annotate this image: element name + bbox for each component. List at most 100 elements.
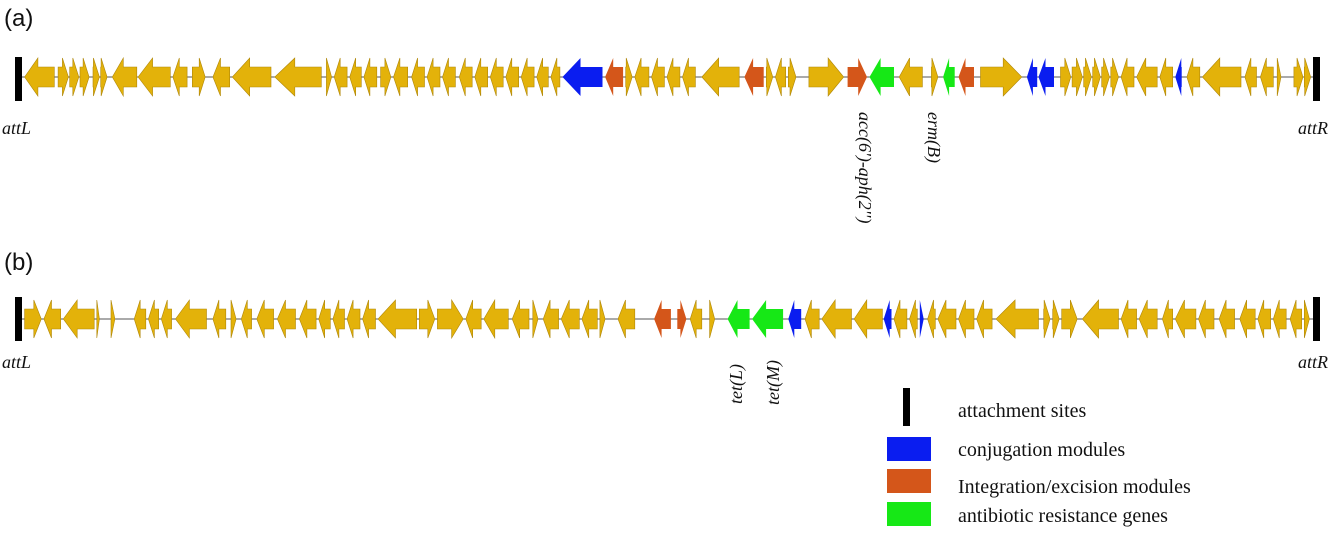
- panel-b-gene-arrow: [853, 299, 883, 339]
- legend-resistance-label: antibiotic resistance genes: [958, 505, 1168, 527]
- panel-b-gene-arrow: [212, 299, 227, 339]
- panel-a-gene-arrow: [411, 57, 425, 97]
- panel-b-conjugation-gene-arrow: [919, 300, 924, 338]
- panel-a-attL-marker: [15, 57, 22, 101]
- panel-a-conjugation-gene-arrow: [1175, 58, 1182, 96]
- panel-b-gene-arrow: [995, 299, 1039, 339]
- panel-b-gene-arrow: [1257, 299, 1271, 339]
- panel-b-resistance-gene-arrow: [752, 300, 784, 338]
- panel-b-gene-arrow: [560, 299, 580, 339]
- panel-a-gene-arrow: [1159, 57, 1173, 97]
- panel-b-conjugation-gene-arrow: [883, 300, 892, 338]
- panel-b-integration-gene-arrow: [677, 300, 687, 338]
- panel-a-resistance-gene-arrow: [943, 58, 955, 96]
- panel-a-gene-arrow: [1201, 57, 1242, 97]
- legend-conjugation-label: conjugation modules: [958, 439, 1125, 461]
- panel-a-integration-gene-arrow: [744, 58, 764, 96]
- panel-b-attL-marker: [15, 297, 22, 341]
- panel-a-gene-arrow: [111, 56, 138, 98]
- panel-a-gene-arrow: [1083, 57, 1092, 97]
- panel-a-label: (a): [4, 5, 33, 32]
- panel-b-gene-arrow: [377, 299, 418, 339]
- panel-b-resistance-gene-arrow: [727, 300, 750, 338]
- panel-b-gene-arrow: [958, 299, 975, 339]
- panel-b-gene-arrow: [893, 299, 908, 339]
- panel-b-gene-arrow: [1162, 299, 1173, 339]
- panel-a-gene-arrow: [765, 57, 774, 97]
- panel-b-label: (b): [4, 249, 33, 276]
- panel-b-gene-arrow: [927, 299, 936, 339]
- panel-b-gene-arrow: [362, 299, 376, 339]
- panel-b-gene-arrow: [976, 299, 993, 339]
- legend-resistance-swatch: [887, 502, 931, 526]
- panel-a-resistance-gene-arrow: [869, 58, 894, 96]
- panel-a-gene-arrow: [787, 57, 797, 97]
- panel-a-integration-gene-arrow: [958, 58, 974, 96]
- panel-b-gene-arrow: [689, 299, 703, 339]
- panel-b-gene-arrow: [346, 299, 361, 339]
- panel-b-gene-arrow: [230, 299, 237, 339]
- panel-a-gene-arrow: [192, 57, 206, 97]
- panel-a-gene-arrow: [333, 57, 348, 97]
- panel-a-gene-arrow: [775, 57, 787, 97]
- panel-a-attR-label: attR: [1298, 118, 1328, 138]
- panel-b-attR-marker: [1313, 297, 1320, 341]
- panel-b-gene-arrow: [62, 299, 95, 339]
- panel-a-gene-arrow: [1276, 57, 1282, 97]
- panel-a-gene-arrow: [274, 57, 322, 97]
- panel-a-gene-arrow: [666, 57, 681, 97]
- panel-a-gene-arrow: [625, 57, 633, 97]
- panel-a-gene-arrow: [1060, 57, 1072, 97]
- panel-a-gene-arrow: [57, 57, 69, 97]
- panel-b-attL-label: attL: [2, 352, 31, 372]
- gene-label-ermB: erm(B): [923, 112, 944, 163]
- panel-a-gene-arrow: [92, 57, 100, 97]
- panel-a-gene-arrow: [536, 57, 549, 97]
- panel-a-gene-arrow: [100, 57, 108, 97]
- panel-b-gene-arrow: [937, 299, 957, 339]
- panel-a-gene-arrow: [1186, 57, 1201, 97]
- panel-b-gene-arrow: [709, 299, 716, 339]
- panel-b-gene-arrow: [532, 299, 539, 339]
- gene-label-tetM: tet(M): [763, 360, 784, 405]
- panel-a-integration-gene-arrow: [605, 58, 624, 96]
- panel-b-integration-gene-arrow: [654, 300, 671, 338]
- panel-b-genes: [24, 298, 1310, 340]
- panel-b-gene-arrow: [599, 299, 606, 339]
- legend-conjugation-swatch: [887, 437, 931, 461]
- panel-a-gene-arrow: [980, 57, 1023, 97]
- panel-b-gene-arrow: [1061, 299, 1078, 339]
- panel-b-gene-arrow: [1239, 299, 1256, 339]
- panel-a-gene-arrow: [634, 57, 650, 97]
- panel-a-gene-arrow: [1304, 57, 1312, 97]
- panel-b-gene-arrow: [1218, 299, 1235, 339]
- panel-a-gene-arrow: [326, 57, 332, 97]
- panel-b-gene-arrow: [418, 299, 436, 339]
- panel-a-gene-arrow: [458, 57, 473, 97]
- panel-a-gene-arrow: [682, 57, 696, 97]
- panel-a-conjugation-gene-arrow: [1026, 58, 1038, 96]
- panel-a-gene-arrow: [701, 57, 740, 97]
- panel-b-gene-arrow: [1043, 299, 1051, 339]
- panel-b-gene-arrow: [804, 299, 820, 339]
- panel-b-gene-arrow: [318, 299, 331, 339]
- panel-a-gene-arrow: [349, 57, 362, 97]
- legend-integration-swatch: [887, 469, 931, 493]
- panel-a-gene-arrow: [1293, 57, 1304, 97]
- panel-a: (a) attL attR acc(6')-aph(2'') erm(B): [2, 5, 1328, 224]
- legend: attachment sites conjugation modules Int…: [887, 388, 1191, 527]
- panel-a-gene-arrow: [1101, 57, 1110, 97]
- panel-b-gene-arrow: [581, 299, 598, 339]
- panel-a-conjugation-gene-arrow: [1038, 58, 1054, 96]
- panel-b-gene-arrow: [483, 298, 509, 340]
- panel-a-conjugation-gene-arrow: [562, 58, 603, 96]
- panel-a-gene-arrow: [505, 57, 520, 97]
- panel-a-gene-arrow: [520, 57, 535, 97]
- panel-b-attR-label: attR: [1298, 352, 1328, 372]
- panel-a-gene-arrow: [808, 57, 845, 97]
- panel-a-gene-arrow: [489, 57, 504, 97]
- panel-a-gene-arrow: [231, 57, 272, 97]
- legend-integration-label: Integration/excision modules: [958, 476, 1191, 498]
- panel-a-gene-arrow: [212, 57, 230, 97]
